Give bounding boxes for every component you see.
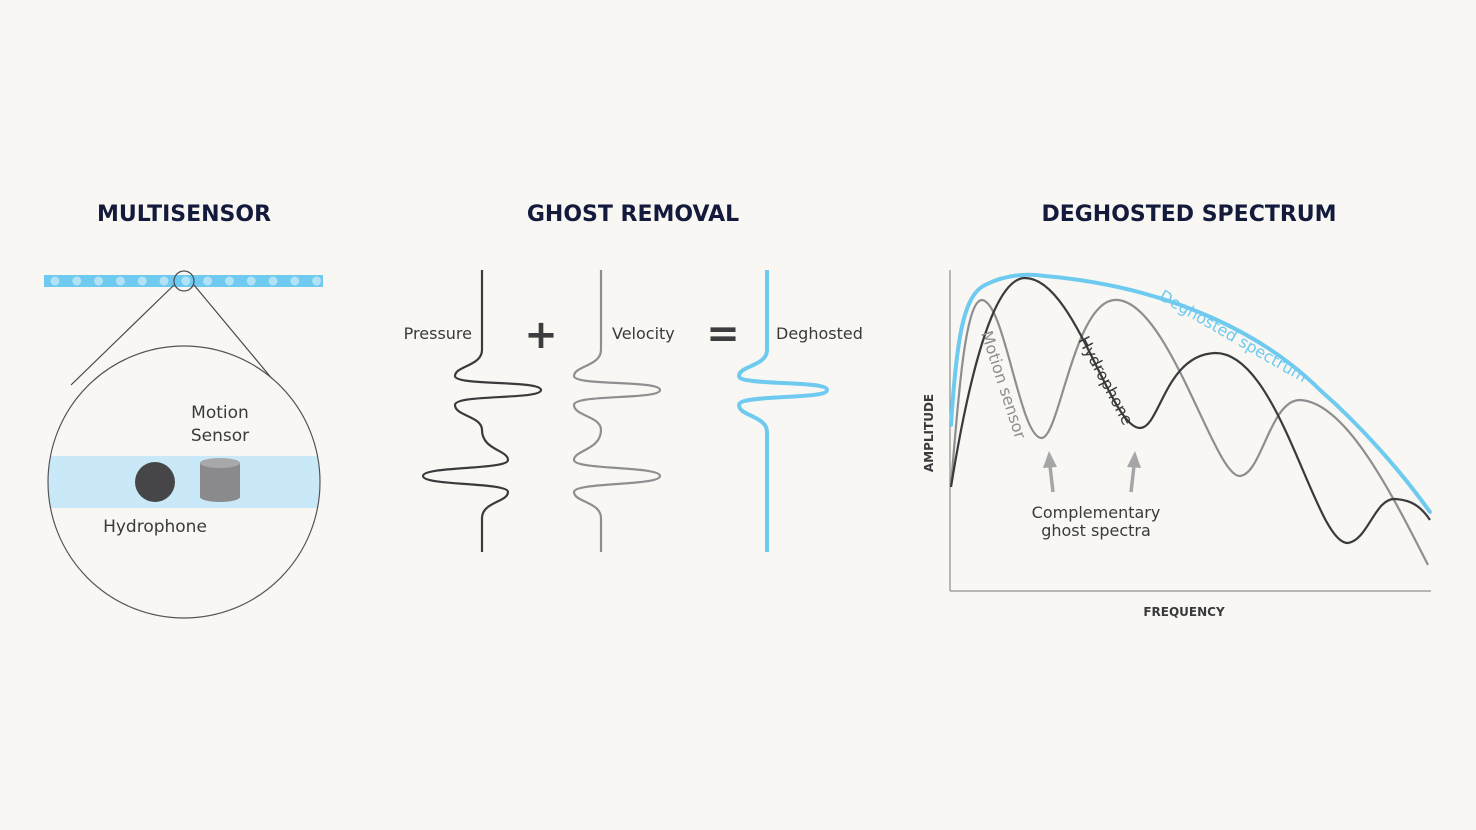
motion-sensor-icon [200, 458, 240, 502]
deghosted-spectrum-curve [949, 272, 1432, 514]
streamer-sensor-dot [50, 276, 60, 286]
streamer-sensor-dot [290, 276, 300, 286]
magnifier-focus-circle [173, 270, 195, 292]
hydrophone-curve-label: Hydrophone [1074, 333, 1137, 428]
zoom-circle-outline [47, 345, 321, 619]
streamer-sensor-dot [312, 276, 322, 286]
zoomed-cable-band [48, 456, 320, 508]
streamer-sensor-dot [224, 276, 234, 286]
streamer-sensor-dot [72, 276, 82, 286]
deghosted-label: Deghosted [776, 324, 863, 343]
motion-sensor-spectrum-curve [949, 298, 1429, 566]
velocity-label: Velocity [612, 324, 675, 343]
ghost-removal-panel: GHOST REMOVAL Pressure + Velocity = Degh… [404, 202, 863, 552]
streamer-sensor-dot [268, 276, 278, 286]
hydrophone-label: Hydrophone [103, 517, 207, 537]
velocity-wavelet [572, 270, 662, 552]
motion-sensor-curve-label: Motion sensor [977, 328, 1030, 441]
hydrophone-sensor-icon [135, 462, 175, 502]
arrow-up-left-icon [1043, 451, 1057, 493]
ghost-removal-title: GHOST REMOVAL [527, 202, 739, 227]
plus-symbol: + [524, 312, 558, 358]
equals-symbol: = [706, 311, 740, 357]
magnifier-line-left [70, 284, 175, 386]
streamer-sensor-dot [115, 276, 125, 286]
streamer-sensor-dots [50, 276, 322, 286]
motion-sensor-label-line2: Sensor [191, 426, 249, 446]
streamer-sensor-dot [203, 276, 213, 286]
pressure-wavelet [421, 270, 543, 552]
motion-sensor-label-line1: Motion [191, 403, 249, 423]
streamer-sensor-dot [181, 276, 191, 286]
arrow-up-right-icon [1127, 451, 1141, 493]
hydrophone-spectrum-curve [949, 276, 1431, 545]
streamer-sensor-dot [246, 276, 256, 286]
multisensor-panel: MULTISENSOR Motion Sensor Hydrophone [44, 202, 323, 619]
complementary-annotation-line2: ghost spectra [1041, 521, 1151, 540]
streamer-sensor-dot [159, 276, 169, 286]
y-axis-label: AMPLITUDE [922, 394, 936, 472]
streamer-sensor-dot [137, 276, 147, 286]
deghosted-spectrum-panel: DEGHOSTED SPECTRUM AMPLITUDE FREQUENCY D… [922, 202, 1432, 619]
streamer-sensor-dot [94, 276, 104, 286]
complementary-annotation-line1: Complementary [1032, 503, 1161, 522]
multisensor-title: MULTISENSOR [97, 202, 271, 227]
deghosted-wavelet [737, 270, 829, 552]
pressure-label: Pressure [404, 324, 472, 343]
x-axis-label: FREQUENCY [1143, 605, 1225, 619]
deghosted-spectrum-title: DEGHOSTED SPECTRUM [1041, 202, 1336, 227]
